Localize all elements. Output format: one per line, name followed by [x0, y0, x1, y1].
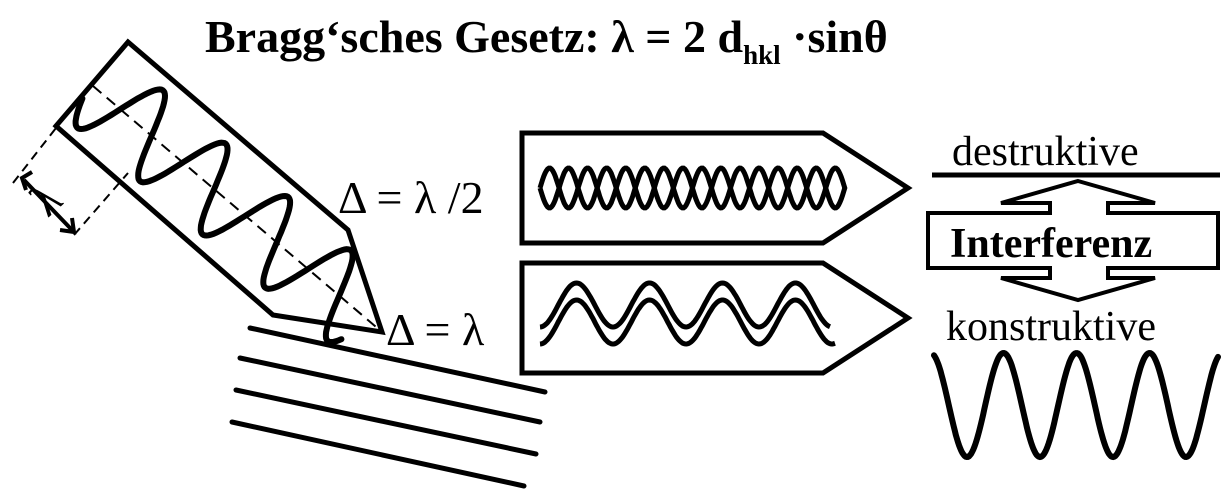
destructive-label: destruktive	[952, 129, 1139, 175]
interference-bracket	[926, 178, 1220, 303]
constructive-outline	[519, 260, 913, 376]
beam-outline	[52, 38, 386, 336]
destructive-wave-b	[537, 165, 848, 211]
wavelength-dash-a	[12, 127, 57, 184]
interference-label: Interferenz	[950, 221, 1152, 267]
destructive-outline	[519, 130, 913, 246]
constructive-label: konstruktive	[946, 304, 1156, 350]
double-arrow	[926, 178, 1220, 303]
path-difference-full: Δ = λ	[386, 304, 485, 355]
title: Bragg‘sches Gesetz: λ = 2 dhkl ·sinθ	[205, 11, 888, 70]
constructive-wave-a	[539, 280, 831, 330]
title-prefix: Bragg‘sches Gesetz: λ = 2 d	[205, 11, 744, 62]
path-difference-half: Δ = λ /2	[338, 172, 484, 223]
wavelength-dash-b	[73, 172, 129, 236]
wavelength-arrowhead-bottom	[59, 217, 77, 235]
destructive-box	[519, 130, 913, 246]
wavelength-label: λ	[20, 172, 71, 225]
title-subscript: hkl	[743, 40, 781, 70]
wavelength-marker	[12, 127, 129, 236]
title-suffix: ·sinθ	[781, 11, 888, 62]
beam-axis	[92, 85, 383, 333]
lattice-plane-4	[229, 419, 527, 489]
constructive-result-wave	[931, 349, 1221, 461]
lattice-planes	[229, 325, 548, 489]
lattice-plane-3	[233, 387, 539, 457]
lattice-plane-1	[247, 325, 548, 395]
lattice-plane-2	[237, 355, 543, 425]
constructive-box	[519, 260, 913, 376]
wavelength-arrowhead-top	[19, 170, 34, 191]
incident-wave	[72, 86, 356, 345]
constructive-wave-b	[539, 297, 836, 347]
incident-beam	[52, 38, 386, 345]
wavelength-arrow-line	[22, 178, 74, 232]
